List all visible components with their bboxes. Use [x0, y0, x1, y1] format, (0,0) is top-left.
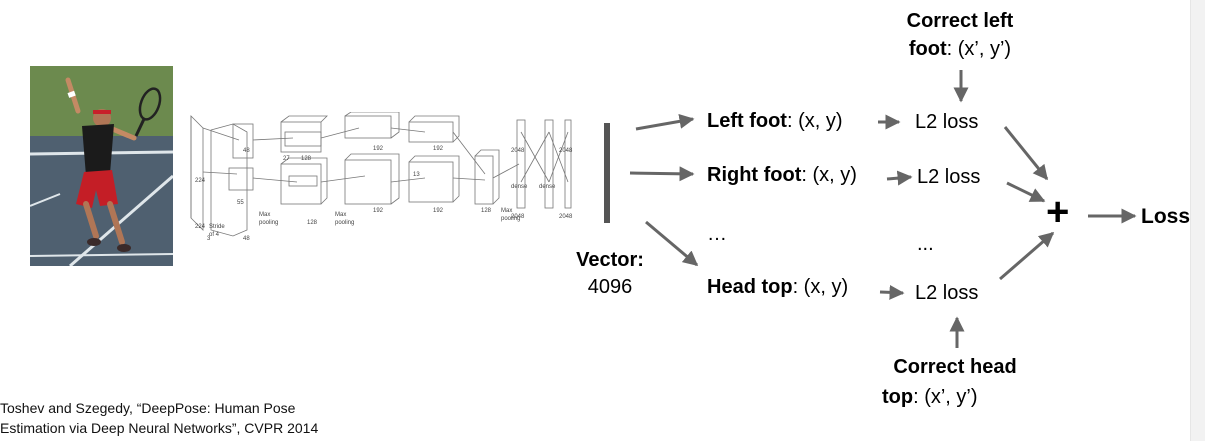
cnn-label-max1: Max: [259, 212, 270, 218]
cnn-label-2048a: 2048: [511, 148, 525, 154]
arrow-right-foot-to-loss: [886, 170, 913, 186]
correct-left-foot-coord: : (x’, y’): [946, 38, 1012, 60]
cnn-label-stride: Stride: [209, 224, 225, 230]
cnn-label-192b: 192: [373, 208, 384, 214]
input-photo-tennis-player: [30, 66, 173, 266]
arrow-loss2-to-sum: [1006, 181, 1046, 203]
vector-size: 4096: [587, 276, 633, 298]
arrow-loss3-to-sum: [999, 231, 1055, 281]
cnn-label-192: 192: [373, 146, 384, 152]
correct-left-foot-line2: foot: (x’, y’): [880, 37, 1040, 61]
cnn-label-2048b: 2048: [559, 148, 573, 154]
citation-line1: Toshev and Szegedy, “DeepPose: Human Pos…: [0, 400, 296, 416]
output-left-foot-coord: : (x, y): [786, 110, 843, 132]
cnn-label-128: 128: [301, 156, 312, 162]
cnn-label-3: 3: [207, 236, 211, 242]
cnn-label-13: 13: [413, 172, 420, 178]
output-head-top: Head top: (x, y): [707, 275, 848, 299]
arrow-to-left-foot: [635, 113, 695, 131]
ellipsis-losses: ...: [917, 233, 934, 255]
output-right-foot-name: Right foot: [707, 164, 802, 186]
l2-loss-right-foot: L2 loss: [917, 166, 981, 188]
cnn-label-224: 224: [195, 178, 206, 184]
correct-head-top-coord: : (x’, y’): [913, 386, 978, 408]
cnn-label-128b: 128: [307, 220, 318, 226]
cnn-label-pooling1: pooling: [259, 220, 278, 226]
arrow-loss1-to-sum: [1003, 126, 1049, 181]
cnn-label-pooling2: pooling: [335, 220, 354, 226]
cnn-label-pooling3: pooling: [501, 216, 520, 222]
cnn-label-of4: of 4: [209, 232, 220, 238]
cnn-label-55: 55: [237, 200, 244, 206]
cnn-label-max3: Max: [501, 208, 512, 214]
right-scroll-strip: [1190, 0, 1205, 441]
cnn-label-max2: Max: [335, 212, 346, 218]
sum-symbol: +: [1046, 190, 1070, 234]
output-head-top-coord: : (x, y): [792, 276, 849, 298]
vector-bar: [604, 123, 610, 223]
correct-head-top-bold: top: [882, 386, 914, 408]
correct-left-foot-bold: foot: [908, 38, 947, 60]
cnn-architecture-diagram: 224 224 Stride of 4 55 48 48 3 Max pooli…: [189, 112, 579, 244]
citation: Toshev and Szegedy, “DeepPose: Human Pos…: [0, 398, 318, 438]
output-head-top-name: Head top: [707, 276, 793, 298]
cnn-label-224b: 224: [195, 224, 206, 230]
l2-loss-left-foot: L2 loss: [915, 111, 979, 133]
ellipsis-outputs: …: [707, 223, 727, 245]
cnn-label-2048c: 2048: [511, 214, 525, 220]
cnn-label-2048d: 2048: [559, 214, 573, 220]
correct-left-foot-line1: Correct left: [906, 10, 1014, 32]
cnn-label-192d: 192: [433, 208, 444, 214]
cnn-label-27: 27: [283, 156, 290, 162]
vector-label: Vector:: [576, 249, 644, 271]
cnn-label-dense1: dense: [511, 184, 528, 190]
cnn-label-128c: 128: [481, 208, 492, 214]
output-left-foot-name: Left foot: [707, 110, 787, 132]
output-right-foot-coord: : (x, y): [801, 164, 857, 186]
output-right-foot: Right foot: (x, y): [707, 163, 857, 187]
cnn-label-192c: 192: [433, 146, 444, 152]
output-left-foot: Left foot: (x, y): [707, 109, 843, 133]
correct-head-top-line1: Correct head: [893, 356, 1017, 378]
l2-loss-head-top: L2 loss: [915, 282, 979, 304]
correct-head-top-line2: top: (x’, y’): [882, 385, 978, 409]
total-loss-label: Loss: [1141, 205, 1191, 228]
arrow-head-top-to-loss: [879, 284, 905, 300]
arrow-to-right-foot: [629, 166, 695, 182]
citation-line2: Estimation via Deep Neural Networks”, CV…: [0, 420, 319, 436]
cnn-label-48: 48: [243, 148, 250, 154]
cnn-label-dense2: dense: [539, 184, 556, 190]
cnn-label-48b: 48: [243, 236, 250, 242]
